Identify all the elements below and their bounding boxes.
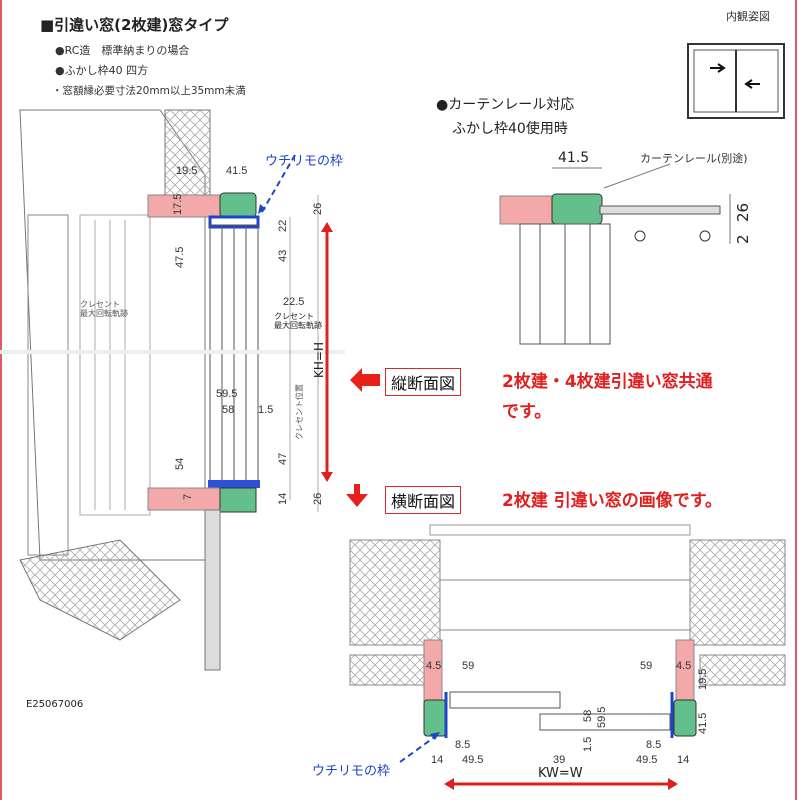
horizontal-frame-label: ウチリモの枠: [312, 764, 391, 779]
curtain-dim-26: 26: [734, 202, 752, 222]
dim-59-5: 59.5: [216, 388, 238, 400]
drawing-code: E25067006: [26, 699, 84, 710]
crescent-label-2: 最大回転軌跡: [80, 309, 128, 318]
dim-4-5-left: 4.5: [426, 660, 442, 672]
dim-8-5-right: 8.5: [646, 739, 662, 751]
dim-47: 47: [277, 452, 289, 465]
arrow-left-icon: [350, 368, 380, 392]
vertical-frame-label: ウチリモの枠: [265, 154, 344, 169]
dim-49-5-left: 49.5: [462, 754, 484, 766]
dim-43: 43: [277, 249, 289, 262]
note-3: ・窓額縁必要寸法20mm以上35mm未満: [52, 85, 246, 97]
dim-17-5: 17.5: [172, 193, 184, 215]
dim-19-5-h: 19.5: [697, 668, 709, 690]
vertical-note-1: 2枚建・4枚建引違い窓共通: [502, 372, 713, 392]
dim-7: 7: [182, 493, 194, 500]
dim-14-left: 14: [431, 754, 444, 766]
dim-59-right: 59: [640, 660, 653, 672]
dim-54: 54: [174, 457, 186, 470]
curtain-dim-width: 41.5: [558, 150, 590, 166]
curtain-rail-label: カーテンレール(別途): [640, 152, 748, 165]
note-2: ●ふかし枠40 四方: [55, 64, 149, 77]
dim-8-5-left: 8.5: [455, 739, 471, 751]
crescent-label-2: 最大回転軌跡: [274, 321, 322, 330]
dim-14: 14: [277, 492, 289, 505]
horizontal-note: 2枚建 引違い窓の画像です。: [502, 491, 723, 511]
note-1: ●RC造 標準納まりの場合: [55, 44, 190, 57]
interior-view-label: 内観姿図: [726, 10, 770, 23]
crescent-label-1: クレセント: [274, 312, 314, 321]
horizontal-section-label: 横断面図: [385, 486, 462, 514]
dim-59-5-h: 59.5: [596, 706, 608, 728]
dim-1-5: 1.5: [258, 404, 274, 416]
dim-26-top: 26: [312, 202, 324, 215]
vertical-section-label: 縦断面図: [385, 368, 462, 396]
dim-39: 39: [553, 754, 566, 766]
dim-41-5-h: 41.5: [697, 712, 709, 734]
crescent-label-left: クレセント最大回転軌跡: [80, 300, 128, 318]
crescent-position: クレセント位置: [295, 384, 304, 440]
dim-22: 22: [277, 219, 289, 232]
interior-view-icon: [687, 43, 785, 119]
dim-kh: KH=H: [312, 342, 326, 378]
curtain-title-1: ●カーテンレール対応: [436, 97, 575, 113]
curtain-dim-2: 2: [734, 234, 752, 244]
horizontal-section-drawing: [349, 524, 786, 790]
dim-58-h: 58: [582, 709, 594, 722]
dim-22-5: 22.5: [283, 296, 305, 308]
dim-1-5-h: 1.5: [582, 736, 594, 752]
left-border: [0, 0, 2, 800]
dim-58: 58: [222, 404, 235, 416]
vertical-section-drawing: [0, 109, 345, 671]
dim-47-5: 47.5: [174, 246, 186, 268]
dim-4-5-right: 4.5: [676, 660, 692, 672]
curtain-rail-detail: [499, 163, 731, 345]
arrow-down-icon: [346, 484, 368, 507]
page-title: ■引違い窓(2枚建)窓タイプ: [40, 16, 229, 34]
dim-49-5-right: 49.5: [636, 754, 658, 766]
dim-kw: KW=W: [538, 766, 583, 781]
dim-14-right: 14: [677, 754, 690, 766]
dim-41-5: 41.5: [226, 165, 248, 177]
curtain-title-2: ふかし枠40使用時: [452, 121, 568, 137]
crescent-label-right: クレセント最大回転軌跡: [274, 312, 322, 330]
crescent-label-1: クレセント: [80, 300, 120, 309]
dim-19-5: 19.5: [176, 165, 198, 177]
dim-59-left: 59: [462, 660, 475, 672]
dim-26-bottom: 26: [312, 492, 324, 505]
vertical-note-2: です。: [502, 402, 552, 422]
right-border: [795, 0, 797, 800]
